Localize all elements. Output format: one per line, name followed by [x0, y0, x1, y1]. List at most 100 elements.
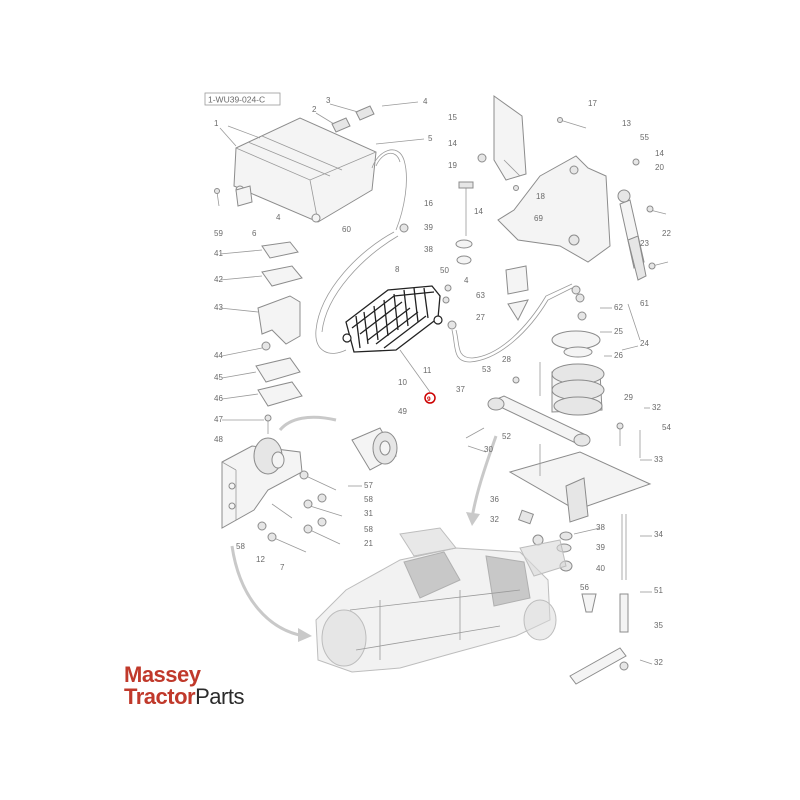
label-26: 26 [614, 351, 623, 360]
label-69: 69 [534, 214, 543, 223]
label-32: 32 [654, 658, 663, 667]
arrow-lower [230, 545, 305, 638]
label-29: 29 [624, 393, 633, 402]
label-20: 20 [655, 163, 664, 172]
logo-line-1: Massey [124, 662, 201, 687]
bush-44 [261, 341, 271, 351]
label-38: 38 [424, 245, 433, 254]
label-38: 38 [596, 523, 605, 532]
part-9-heater [342, 285, 443, 353]
reference-box [204, 92, 281, 106]
label-58: 58 [364, 525, 373, 534]
cable-8 [315, 231, 395, 354]
label-48: 48 [214, 435, 223, 444]
label-19: 19 [448, 161, 457, 170]
label-15: 15 [448, 113, 457, 122]
highlight-ring [424, 392, 436, 404]
label-23: 23 [640, 239, 649, 248]
label-22: 22 [662, 229, 671, 238]
label-60: 60 [342, 225, 351, 234]
battery-clamp-part [235, 185, 253, 207]
label-53: 53 [482, 365, 491, 374]
label-4: 4 [276, 213, 281, 222]
label-44: 44 [214, 351, 223, 360]
label-61: 61 [640, 299, 649, 308]
label-55: 55 [640, 133, 649, 142]
arrow-right [470, 435, 498, 519]
label-7: 7 [280, 563, 285, 572]
plate-45 [255, 357, 301, 383]
cone-27 [507, 299, 529, 322]
label-21: 21 [364, 539, 373, 548]
label-14: 14 [448, 139, 457, 148]
label-57: 57 [364, 481, 373, 490]
label-47: 47 [214, 415, 223, 424]
label-42: 42 [214, 275, 223, 284]
pin-51 [619, 593, 629, 633]
label-2: 2 [312, 105, 317, 114]
bracket-13 [497, 155, 611, 263]
label-12: 12 [256, 555, 265, 564]
logo-line-2-suffix: Parts [195, 684, 244, 709]
bracket-part [355, 105, 375, 121]
label-14: 14 [474, 207, 483, 216]
label-10: 10 [398, 378, 407, 387]
label-56: 56 [580, 583, 589, 592]
label-63: 63 [476, 291, 485, 300]
label-31: 31 [364, 509, 373, 518]
label-49: 49 [398, 407, 407, 416]
plate-46 [257, 381, 303, 407]
label-17: 17 [588, 99, 597, 108]
label-36: 36 [490, 495, 499, 504]
label-24: 24 [640, 339, 649, 348]
part-56 [581, 593, 597, 613]
label-39: 39 [424, 223, 433, 232]
label-5: 5 [428, 134, 433, 143]
mount-49 [351, 427, 398, 471]
label-52: 52 [502, 432, 511, 441]
bolts-group [257, 470, 343, 553]
plate-42 [261, 265, 303, 287]
bracket-15 [493, 95, 527, 181]
label-34: 34 [654, 530, 663, 539]
clamp-part [331, 117, 351, 133]
pad-41 [261, 241, 299, 259]
label-8: 8 [395, 265, 400, 274]
label-27: 27 [476, 313, 485, 322]
part-labels: 1 2 3 4 5 4 6 59 60 8 41 42 43 44 45 46 … [214, 96, 671, 667]
bracket-48 [221, 437, 303, 529]
label-39: 39 [596, 543, 605, 552]
label-14: 14 [655, 149, 664, 158]
label-3: 3 [326, 96, 331, 105]
spring-63 [505, 265, 529, 295]
label-54: 54 [662, 423, 671, 432]
label-50: 50 [440, 266, 449, 275]
label-51: 51 [654, 586, 663, 595]
label-62: 62 [614, 303, 623, 312]
cable-60 [371, 149, 407, 231]
reference-code: 1-WU39-024-C [208, 95, 265, 105]
label-41: 41 [214, 249, 223, 258]
label-59: 59 [214, 229, 223, 238]
label-25: 25 [614, 327, 623, 336]
arrow-upper [278, 415, 337, 432]
label-4: 4 [464, 276, 469, 285]
battery-box-part [233, 117, 377, 223]
plate-33 [508, 444, 652, 523]
label-40: 40 [596, 564, 605, 573]
label-33: 33 [654, 455, 663, 464]
tractor-frame-ghost [315, 527, 567, 673]
pipe-37 [451, 287, 573, 363]
label-1: 1 [214, 119, 219, 128]
label-32: 32 [652, 403, 661, 412]
label-11: 11 [423, 366, 432, 375]
label-30: 30 [484, 445, 493, 454]
label-13: 13 [622, 119, 631, 128]
logo-line-2-brand: Tractor [124, 684, 196, 709]
label-35: 35 [654, 621, 663, 630]
bracket-43 [257, 295, 301, 345]
label-58: 58 [236, 542, 245, 551]
label-6: 6 [252, 229, 257, 238]
air-spring-24 [551, 293, 605, 416]
label-18: 18 [536, 192, 545, 201]
